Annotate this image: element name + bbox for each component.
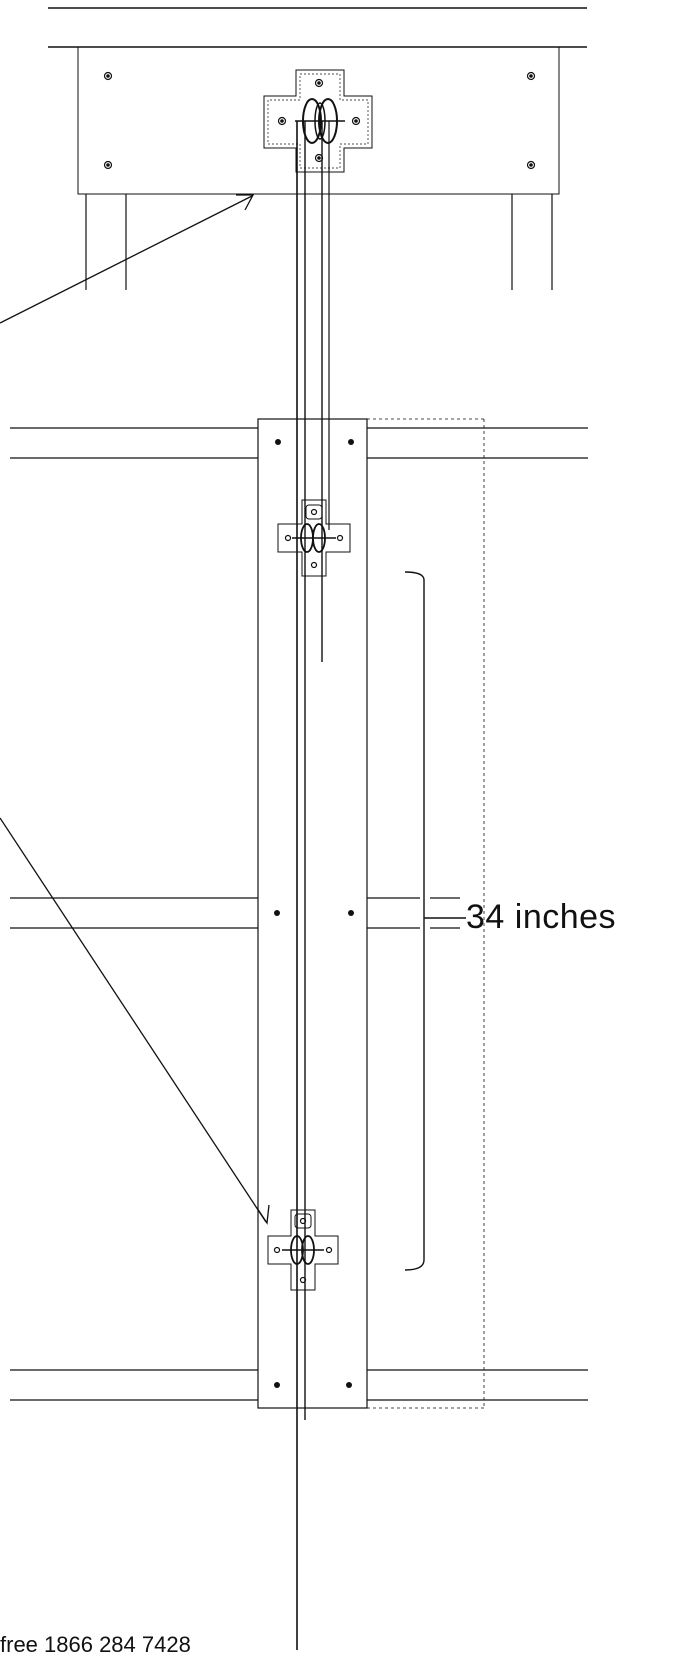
screw-icon xyxy=(103,160,113,170)
cord xyxy=(296,121,330,1650)
pulley-icon xyxy=(267,1209,339,1291)
pulley-icon xyxy=(277,499,351,577)
screw-icon xyxy=(274,439,354,1388)
top-frame xyxy=(48,7,587,290)
arrow-icon xyxy=(0,817,270,1225)
dimension-label: 34 inches xyxy=(466,898,617,936)
dimension-bracket xyxy=(404,571,466,1271)
pulley-icon xyxy=(263,69,373,173)
screw-icon xyxy=(526,71,536,81)
screw-icon xyxy=(526,160,536,170)
vertical-board xyxy=(257,418,368,1409)
outline-frame xyxy=(367,418,485,1409)
horizontal-rails xyxy=(10,427,588,1401)
footer-phone: free 1866 284 7428 xyxy=(0,1632,191,1657)
screw-icon xyxy=(103,71,113,81)
arrow-icon xyxy=(0,194,255,324)
